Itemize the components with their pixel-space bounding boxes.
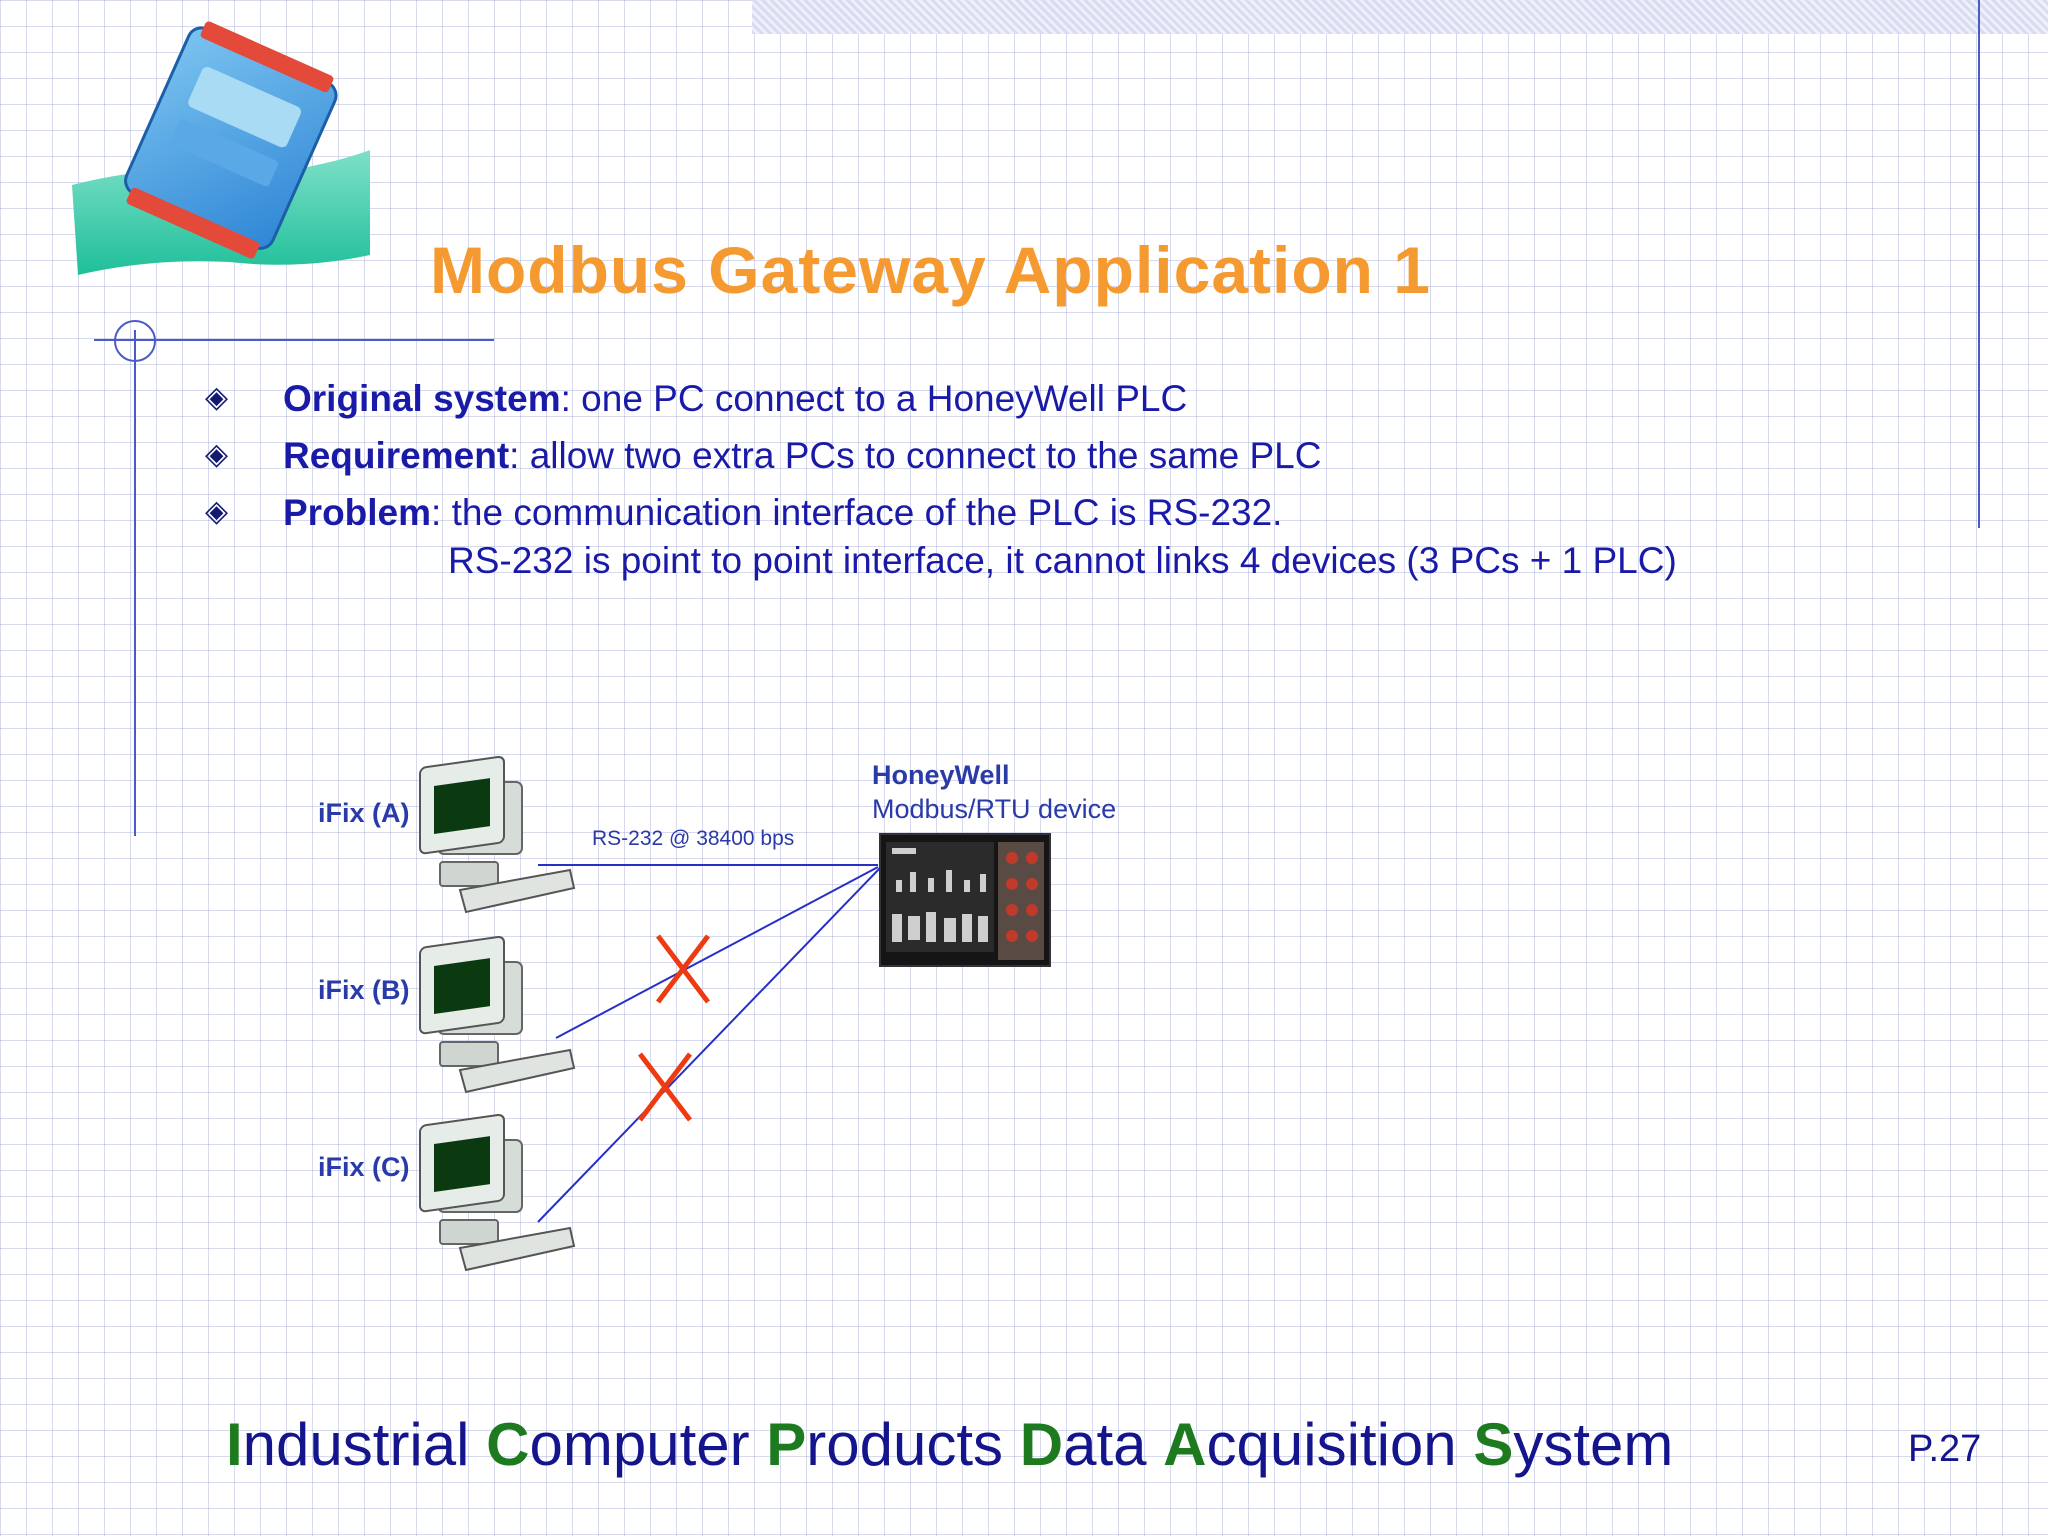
problem-detail: RS-232 is point to point interface, it c… [448, 540, 1677, 581]
cross-mark-icon [638, 1052, 692, 1122]
computer-icon [419, 1113, 576, 1272]
corner-circle-ornament [114, 320, 156, 362]
footer-word: ndustrial [242, 1411, 487, 1478]
plc-device-icon [879, 833, 1051, 967]
bullet-original-system: Original system: one PC connect to a Hon… [283, 378, 1187, 420]
footer-initial: I [226, 1411, 243, 1478]
link-line-c [537, 867, 881, 1223]
page-number: P.27 [1908, 1428, 1982, 1470]
link-line-b [555, 866, 879, 1039]
bullet-problem: Problem: the communication interface of … [283, 492, 1282, 534]
footer-initial: P [766, 1411, 807, 1478]
footer-initial: C [486, 1411, 530, 1478]
title-rule [94, 339, 494, 341]
bullet-label: Original system [283, 378, 561, 419]
pc-label-a: iFix (A) [318, 798, 410, 828]
slide-title: Modbus Gateway Application 1 [430, 233, 1432, 307]
bullet-label: Requirement [283, 435, 510, 476]
diamond-bullet-icon: ◈ [205, 381, 229, 414]
footer-word: cquisition [1206, 1411, 1474, 1478]
footer-company-name: Industrial Computer Products Data Acquis… [226, 1410, 1673, 1479]
footer-initial: S [1473, 1411, 1514, 1478]
diamond-bullet-icon: ◈ [205, 438, 229, 471]
right-rule [1978, 0, 1980, 528]
footer-word: ystem [1513, 1411, 1674, 1478]
decorative-top-band [752, 0, 2048, 34]
footer-word: ata [1063, 1411, 1164, 1478]
footer-word: roducts [806, 1411, 1020, 1478]
footer-initial: D [1019, 1411, 1064, 1478]
bullet-requirement: Requirement: allow two extra PCs to conn… [283, 435, 1321, 477]
pc-label-b: iFix (B) [318, 975, 410, 1005]
bullet-text: : one PC connect to a HoneyWell PLC [560, 378, 1188, 419]
device-type: Modbus/RTU device [872, 794, 1117, 824]
footer-word: omputer [529, 1411, 767, 1478]
diamond-bullet-icon: ◈ [205, 495, 229, 528]
computer-icon [419, 935, 576, 1094]
pc-label-c: iFix (C) [318, 1152, 410, 1182]
bullet-label: Problem [283, 492, 432, 533]
device-name: HoneyWell [872, 760, 1010, 790]
left-rule [134, 330, 136, 836]
computer-icon [419, 755, 576, 914]
footer-initial: A [1163, 1411, 1207, 1478]
cross-mark-icon [656, 934, 710, 1004]
link-label: RS-232 @ 38400 bps [592, 827, 795, 850]
bullet-text: : allow two extra PCs to connect to the … [509, 435, 1322, 476]
bullet-text: : the communication interface of the PLC… [431, 492, 1283, 533]
